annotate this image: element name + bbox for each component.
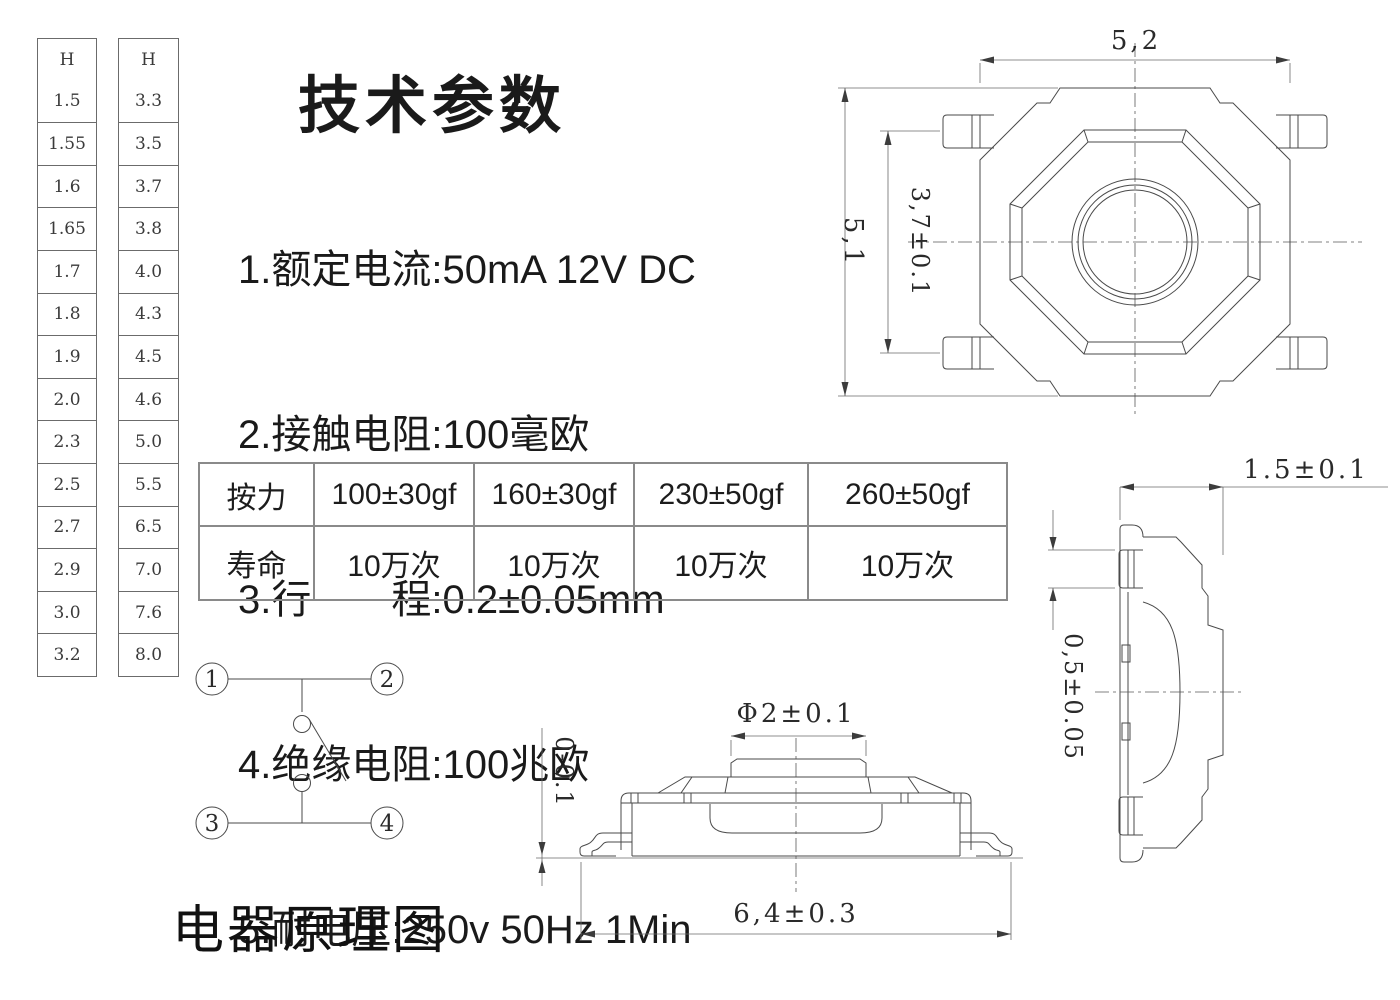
- spec-item: 5.耐电压:250v 50Hz 1Min: [238, 908, 692, 952]
- svg-text:3,7±0.1: 3,7±0.1: [906, 187, 934, 297]
- dim-base-width: 6,4±0.3: [580, 862, 1012, 940]
- switch-blade: [308, 718, 347, 782]
- contact-upper: [293, 715, 311, 733]
- h-value-cell: 3.0: [38, 590, 96, 634]
- h-value-cell: 3.7: [119, 164, 178, 208]
- h-table-header: H: [141, 49, 156, 70]
- h-value-cell: 3.5: [119, 122, 178, 165]
- gull-wing-leads: [579, 832, 1013, 857]
- crimp-ticks: [630, 793, 962, 803]
- h-value-cell: 1.55: [38, 122, 96, 165]
- button-profile: [730, 758, 867, 777]
- side-view-drawing: 1.5±0.1 0,5±0.05: [1048, 455, 1388, 863]
- svg-text:3: 3: [205, 811, 220, 837]
- life-cell: 10万次: [473, 525, 633, 599]
- dim-lead-span: 3,7±0.1: [880, 130, 940, 354]
- spec-item: 1.额定电流:50mA 12V DC: [238, 248, 696, 292]
- force-cell: 160±30gf: [473, 464, 633, 525]
- h-value-cell: 2.5: [38, 462, 96, 506]
- h-value-cell: 1.9: [38, 335, 96, 378]
- contact-dome: [709, 804, 883, 834]
- svg-text:0-0.1: 0-0.1: [550, 736, 578, 808]
- dim-height: 5,1: [838, 87, 1058, 397]
- force-row-label: 按力: [226, 481, 287, 515]
- svg-text:1: 1: [205, 667, 220, 693]
- h-value-cell: 3.8: [119, 207, 178, 250]
- h-value-cell: 5.5: [119, 462, 178, 506]
- contact-lower: [293, 774, 311, 792]
- h-value-cell: 4.5: [119, 335, 178, 378]
- dim-body-height: 1.5±0.1: [1119, 455, 1388, 555]
- button-circle: [1071, 178, 1199, 306]
- h-value-cell: 2.9: [38, 548, 96, 591]
- svg-text:5,2: 5,2: [1111, 26, 1161, 56]
- svg-text:4: 4: [380, 811, 395, 837]
- h-value-cell: 1.7: [38, 249, 96, 293]
- ring-facet-lines: [1009, 129, 1261, 355]
- life-cell: 10万次: [313, 525, 473, 599]
- h-table-header: H: [59, 49, 75, 70]
- specs-list: 1.额定电流:50mA 12V DC 2.接触电阻:100毫欧 3.行 程:0.…: [238, 133, 696, 1000]
- schematic-caption: 电器原理图: [172, 901, 448, 961]
- front-view-drawing: Φ2±0.1: [536, 699, 1023, 940]
- h-value-cell: 2.7: [38, 505, 96, 549]
- force-cell: 100±30gf: [313, 464, 473, 525]
- h-value-cell: 2.0: [38, 377, 96, 421]
- spec-item: 2.接触电阻:100毫欧: [238, 413, 590, 457]
- life-cell: 10万次: [807, 525, 1006, 599]
- h-value-cell: 4.3: [119, 292, 178, 336]
- h-value-cell: 1.8: [38, 292, 96, 336]
- svg-text:2: 2: [380, 667, 395, 693]
- dim-coplanarity: 0-0.1: [538, 728, 578, 886]
- h-value-cell: 2.3: [38, 420, 96, 463]
- circuit-schematic: 1 2 3 4: [195, 662, 404, 840]
- spec-item: 4.绝缘电阻:100兆欧: [238, 743, 590, 787]
- h-value-cell: 1.65: [38, 207, 96, 250]
- h-value-cell: 1.6: [38, 164, 96, 208]
- dim-button-diameter: Φ2±0.1: [730, 699, 867, 756]
- h-value-cell: 7.6: [119, 590, 178, 634]
- h-value-cell: 5.0: [119, 420, 178, 463]
- svg-text:1.5±0.1: 1.5±0.1: [1243, 455, 1368, 485]
- svg-text:0,5±0.05: 0,5±0.05: [1059, 633, 1087, 761]
- svg-text:6,4±0.3: 6,4±0.3: [733, 899, 858, 929]
- h-value-cell: 6.5: [119, 505, 178, 549]
- h-value-cell: 3.3: [134, 91, 163, 112]
- h-value-cell: 1.5: [53, 91, 81, 112]
- dim-width: 5,2: [979, 26, 1291, 83]
- svg-text:5,1: 5,1: [838, 217, 868, 267]
- svg-text:Φ2±0.1: Φ2±0.1: [737, 699, 856, 729]
- force-cell: 260±50gf: [807, 464, 1006, 525]
- life-row-label: 寿命: [200, 525, 313, 599]
- h-value-cell: 8.0: [119, 633, 178, 676]
- h-value-cell: 3.2: [38, 633, 96, 676]
- force-cell: 230±50gf: [633, 464, 807, 525]
- life-cell: 10万次: [633, 525, 807, 599]
- corner-lead-tabs: [942, 114, 1328, 370]
- h-value-cell: 4.0: [119, 249, 178, 293]
- force-life-table: 按力 100±30gf 160±30gf 230±50gf 260±50gf 寿…: [198, 462, 1008, 601]
- top-view-drawing: 5,2 5,1 3,7±0.1: [838, 26, 1362, 417]
- h-value-cell: 7.0: [119, 548, 178, 591]
- specs-title: 技术参数: [298, 72, 567, 141]
- dim-lead-width: 0,5±0.05: [1048, 510, 1115, 761]
- h-value-cell: 4.6: [119, 377, 178, 421]
